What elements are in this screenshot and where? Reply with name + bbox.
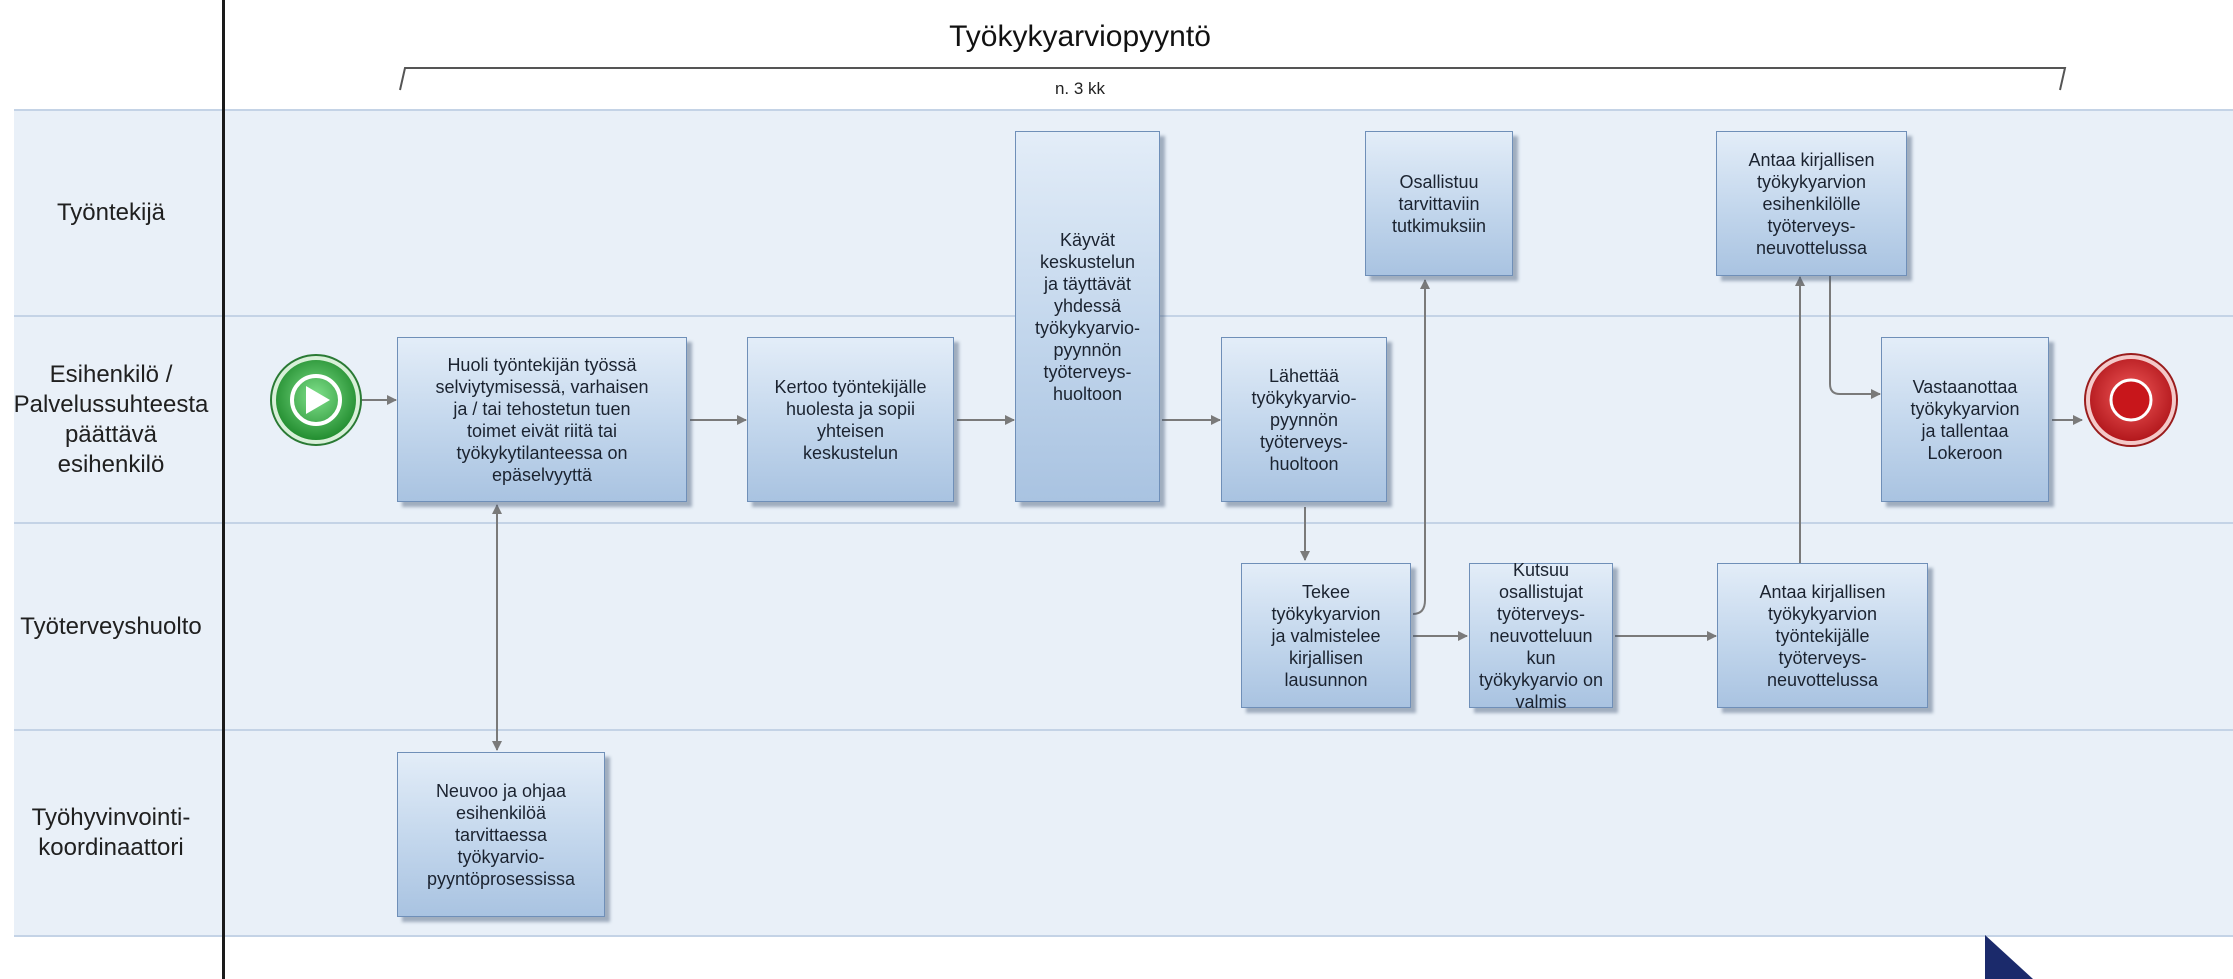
arrow-tekee-to-osallistuu <box>1412 279 1430 615</box>
lane-divider <box>14 729 2233 731</box>
duration-brace <box>399 67 2067 91</box>
diagram-title: Työkykyarviopyyntö <box>949 20 1211 53</box>
lane-divider <box>14 935 2233 937</box>
step-kertoo: Kertoo työntekijälle huolesta ja sopii y… <box>747 337 954 502</box>
lane-label-koordinaattori: Työhyvinvointi- koordinaattori <box>31 804 191 861</box>
corner-triangle-icon <box>1985 935 2033 979</box>
step-lahettaa: Lähettää työkykyarvio- pyynnön työtervey… <box>1221 337 1387 502</box>
step-kutsuu: Kutsuu osallistujat työterveys- neuvotte… <box>1469 560 1613 712</box>
lane-divider <box>14 522 2233 524</box>
step-vastaanottaa: Vastaanottaa työkykyarvion ja tallentaa … <box>1881 337 2049 502</box>
step-osallistuu: Osallistuu tarvittaviin tutkimuksiin <box>1365 131 1513 276</box>
lane-label-tyoterveyshuolto: Työterveyshuolto <box>20 612 202 640</box>
lane-header-divider <box>222 0 225 979</box>
step-huoli: Huoli työntekijän työssä selviytymisessä… <box>397 337 687 502</box>
lane-label-tyontekija: Työntekijä <box>56 199 166 226</box>
arrow-antaa-esihenkilolle-to-vastaanottaa <box>1829 274 1881 399</box>
step-tekee: Tekee työkykyarvion ja valmistelee kirja… <box>1241 563 1411 708</box>
lane-divider <box>14 109 2233 111</box>
start-event <box>270 354 362 446</box>
step-antaa-tyontekijalle: Antaa kirjallisen työkykyarvion työnteki… <box>1717 563 1928 708</box>
step-kayvat: Käyvät keskustelun ja täyttävät yhdessä … <box>1015 131 1160 502</box>
step-antaa-esihenkilolle: Antaa kirjallisen työkykyarvion esihenki… <box>1716 131 1907 276</box>
lane-label-esihenkilo: Esihenkilö / Palvelussuhteesta päättävä … <box>13 360 209 478</box>
lane-bg-koordinaattori <box>14 731 2233 935</box>
step-neuvoo: Neuvoo ja ohjaa esihenkilöä tarvittaessa… <box>397 752 605 917</box>
end-event <box>2084 353 2178 447</box>
duration-label: n. 3 kk <box>1054 79 1106 98</box>
